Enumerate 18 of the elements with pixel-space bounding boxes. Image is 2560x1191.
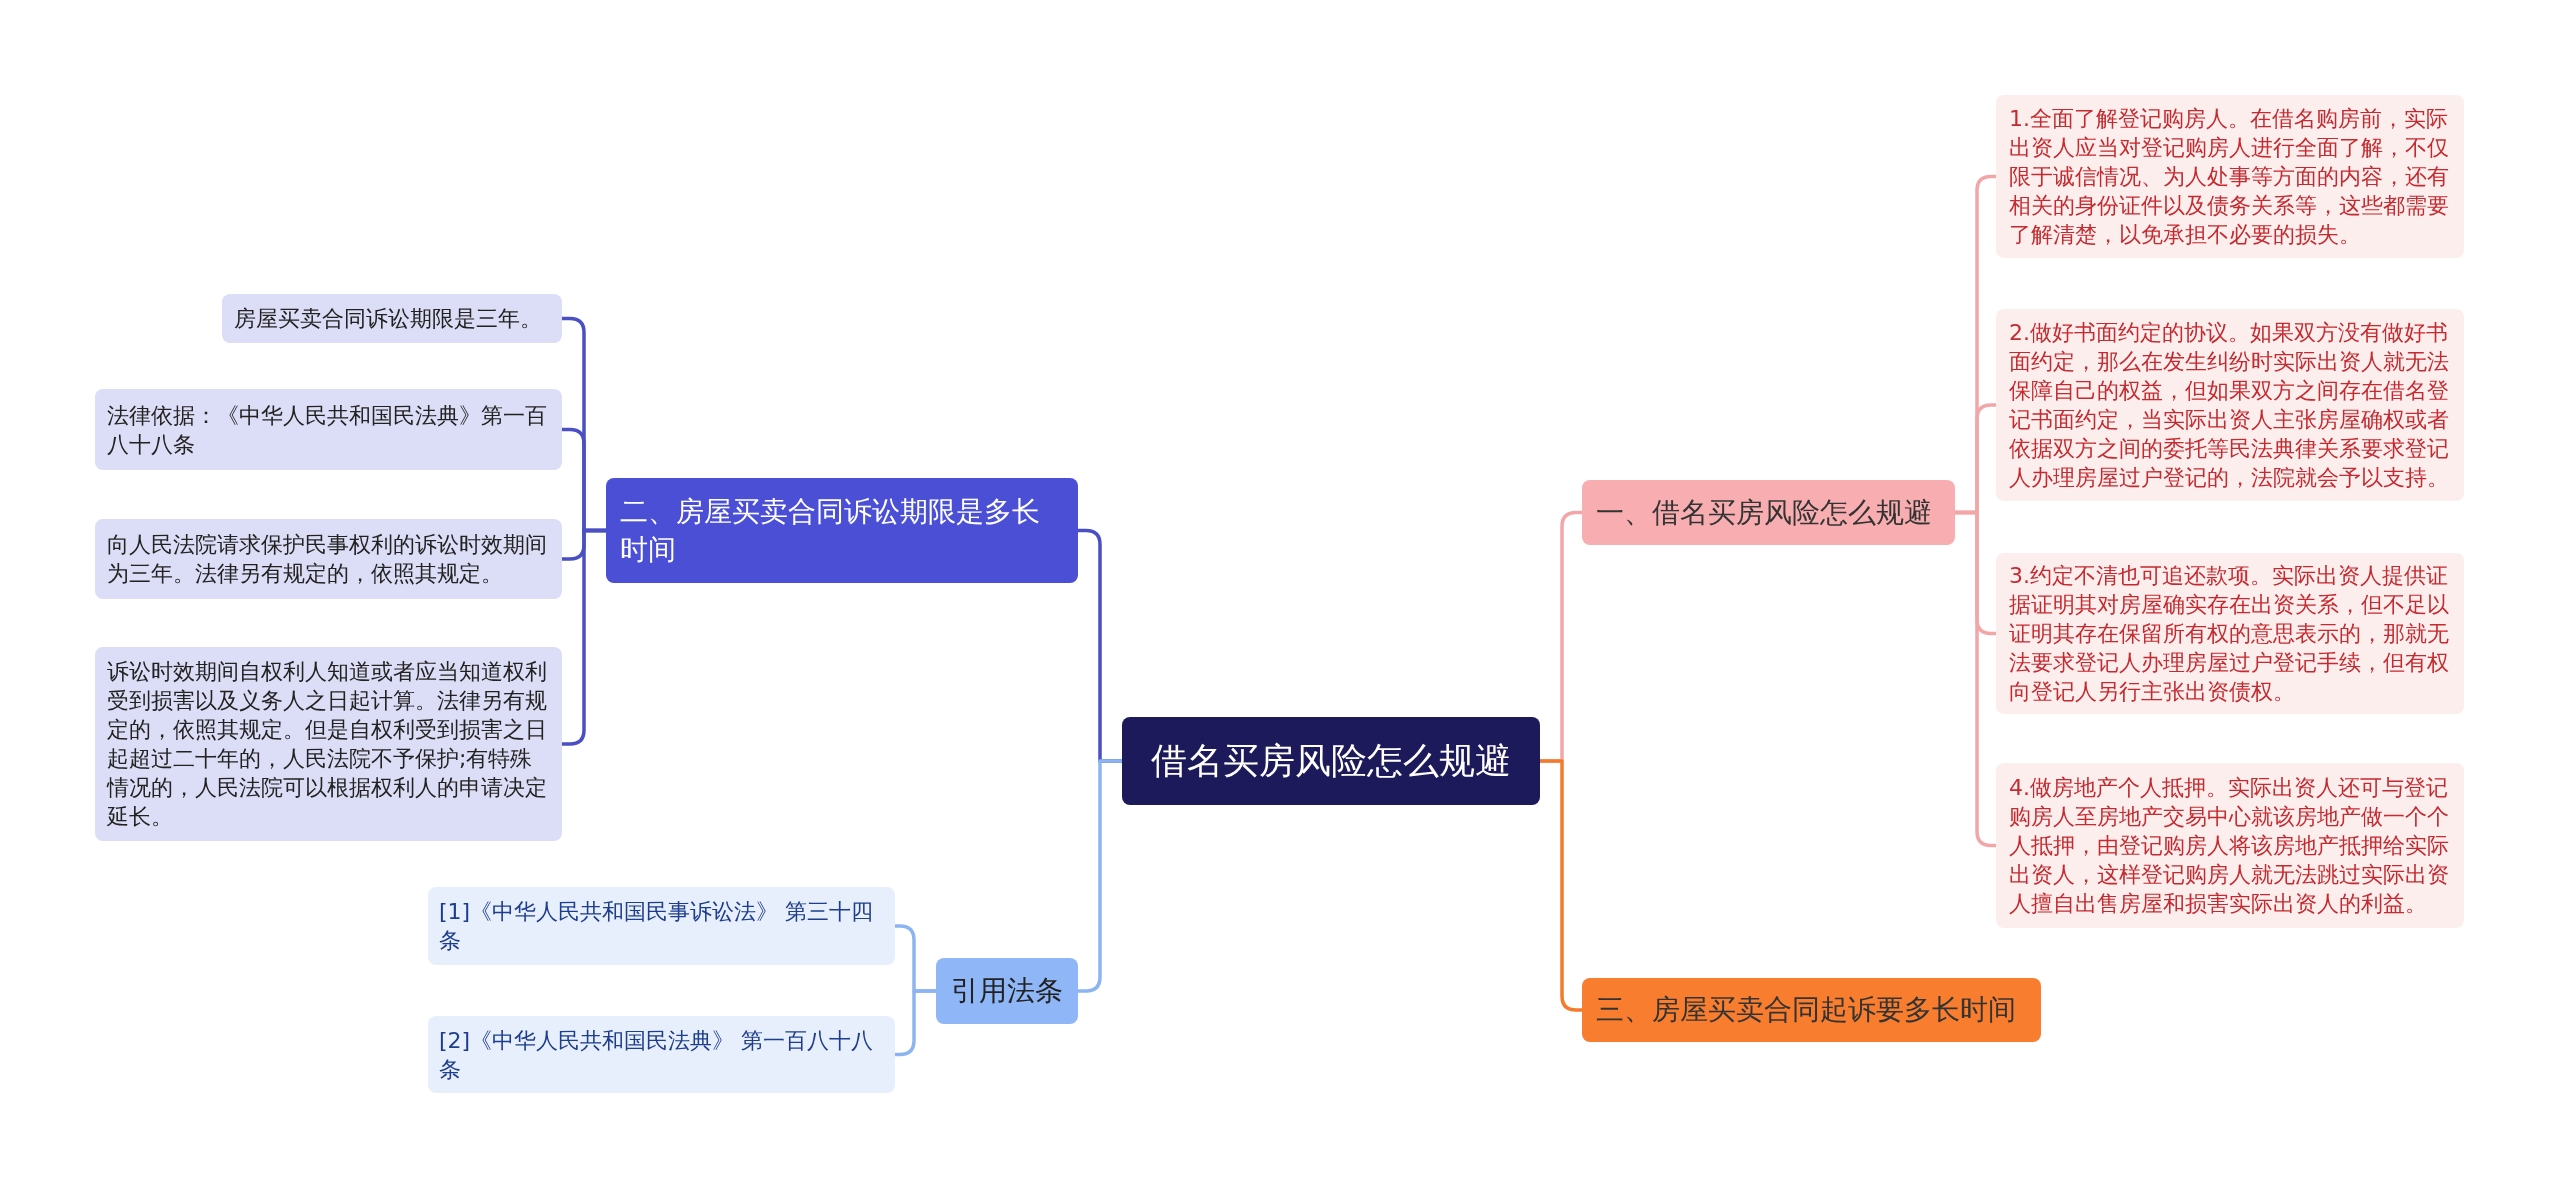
subtopic-note: 4.做房地产个人抵押。实际出资人还可与登记购房人至房地产交易中心就该房地产做一个个人抵押，由登记购房人将该房地产抵押给实际出资人，这样登记购房人就无法跳过实际出资人擅自出售房屋和损害实际出资人的利益。	[1996, 763, 2464, 928]
connector-line	[895, 989, 936, 1057]
main-topic: 三、房屋买卖合同起诉要多长时间	[1582, 978, 2041, 1042]
subtopic-note: 2.做好书面约定的协议。如果双方没有做好书面约定，那么在发生纠纷时实际出资人就无法保障自己的权益，但如果双方之间存在借名登记书面约定，当实际出资人主张房屋确权或者依据双方之间的委托等民法典律关系要求登记人办理房屋过户登记的，法院就会予以支持。	[1996, 309, 2464, 501]
subtopic-note: 1.全面了解登记购房人。在借名购房前，实际出资人应当对登记购房人进行全面了解，不仅限于诚信情况、为人处事等方面的内容，还有相关的身份证件以及债务关系等，这些都需要了解清楚，以免承担不必要的损失。	[1996, 95, 2464, 258]
connector-line	[1078, 759, 1122, 993]
subtopic-note: 诉讼时效期间自权利人知道或者应当知道权利受到损害以及义务人之日起计算。法律另有规定的，依照其规定。但是自权利受到损害之日起超过二十年的，人民法院不予保护;有特殊情况的，人民法院可以根据权利人的申请决定延长。	[95, 647, 562, 841]
subtopic-note: 法律依据：《中华人民共和国民法典》第一百八十八条	[95, 389, 562, 470]
central-topic: 借名买房风险怎么规避	[1122, 717, 1540, 805]
main-topic: 二、房屋买卖合同诉讼期限是多长时间	[606, 478, 1078, 583]
subtopic-note: 3.约定不清也可追还款项。实际出资人提供证据证明其对房屋确实存在出资关系，但不足以证明其存在保留所有权的意思表示的，那就无法要求登记人办理房屋过户登记手续，但有权向登记人另行主张出资债权。	[1996, 553, 2464, 714]
citation-note: [1]《中华人民共和国民事诉讼法》 第三十四条	[428, 887, 895, 965]
connector-line	[562, 528, 606, 746]
citation-note: [2]《中华人民共和国民法典》 第一百八十八条	[428, 1016, 895, 1093]
subtopic-note: 向人民法院请求保护民事权利的诉讼时效期间为三年。法律另有规定的，依照其规定。	[95, 519, 562, 599]
main-topic: 引用法条	[936, 958, 1078, 1024]
main-topic: 一、借名买房风险怎么规避	[1582, 480, 1955, 545]
subtopic-note: 房屋买卖合同诉讼期限是三年。	[222, 294, 562, 343]
